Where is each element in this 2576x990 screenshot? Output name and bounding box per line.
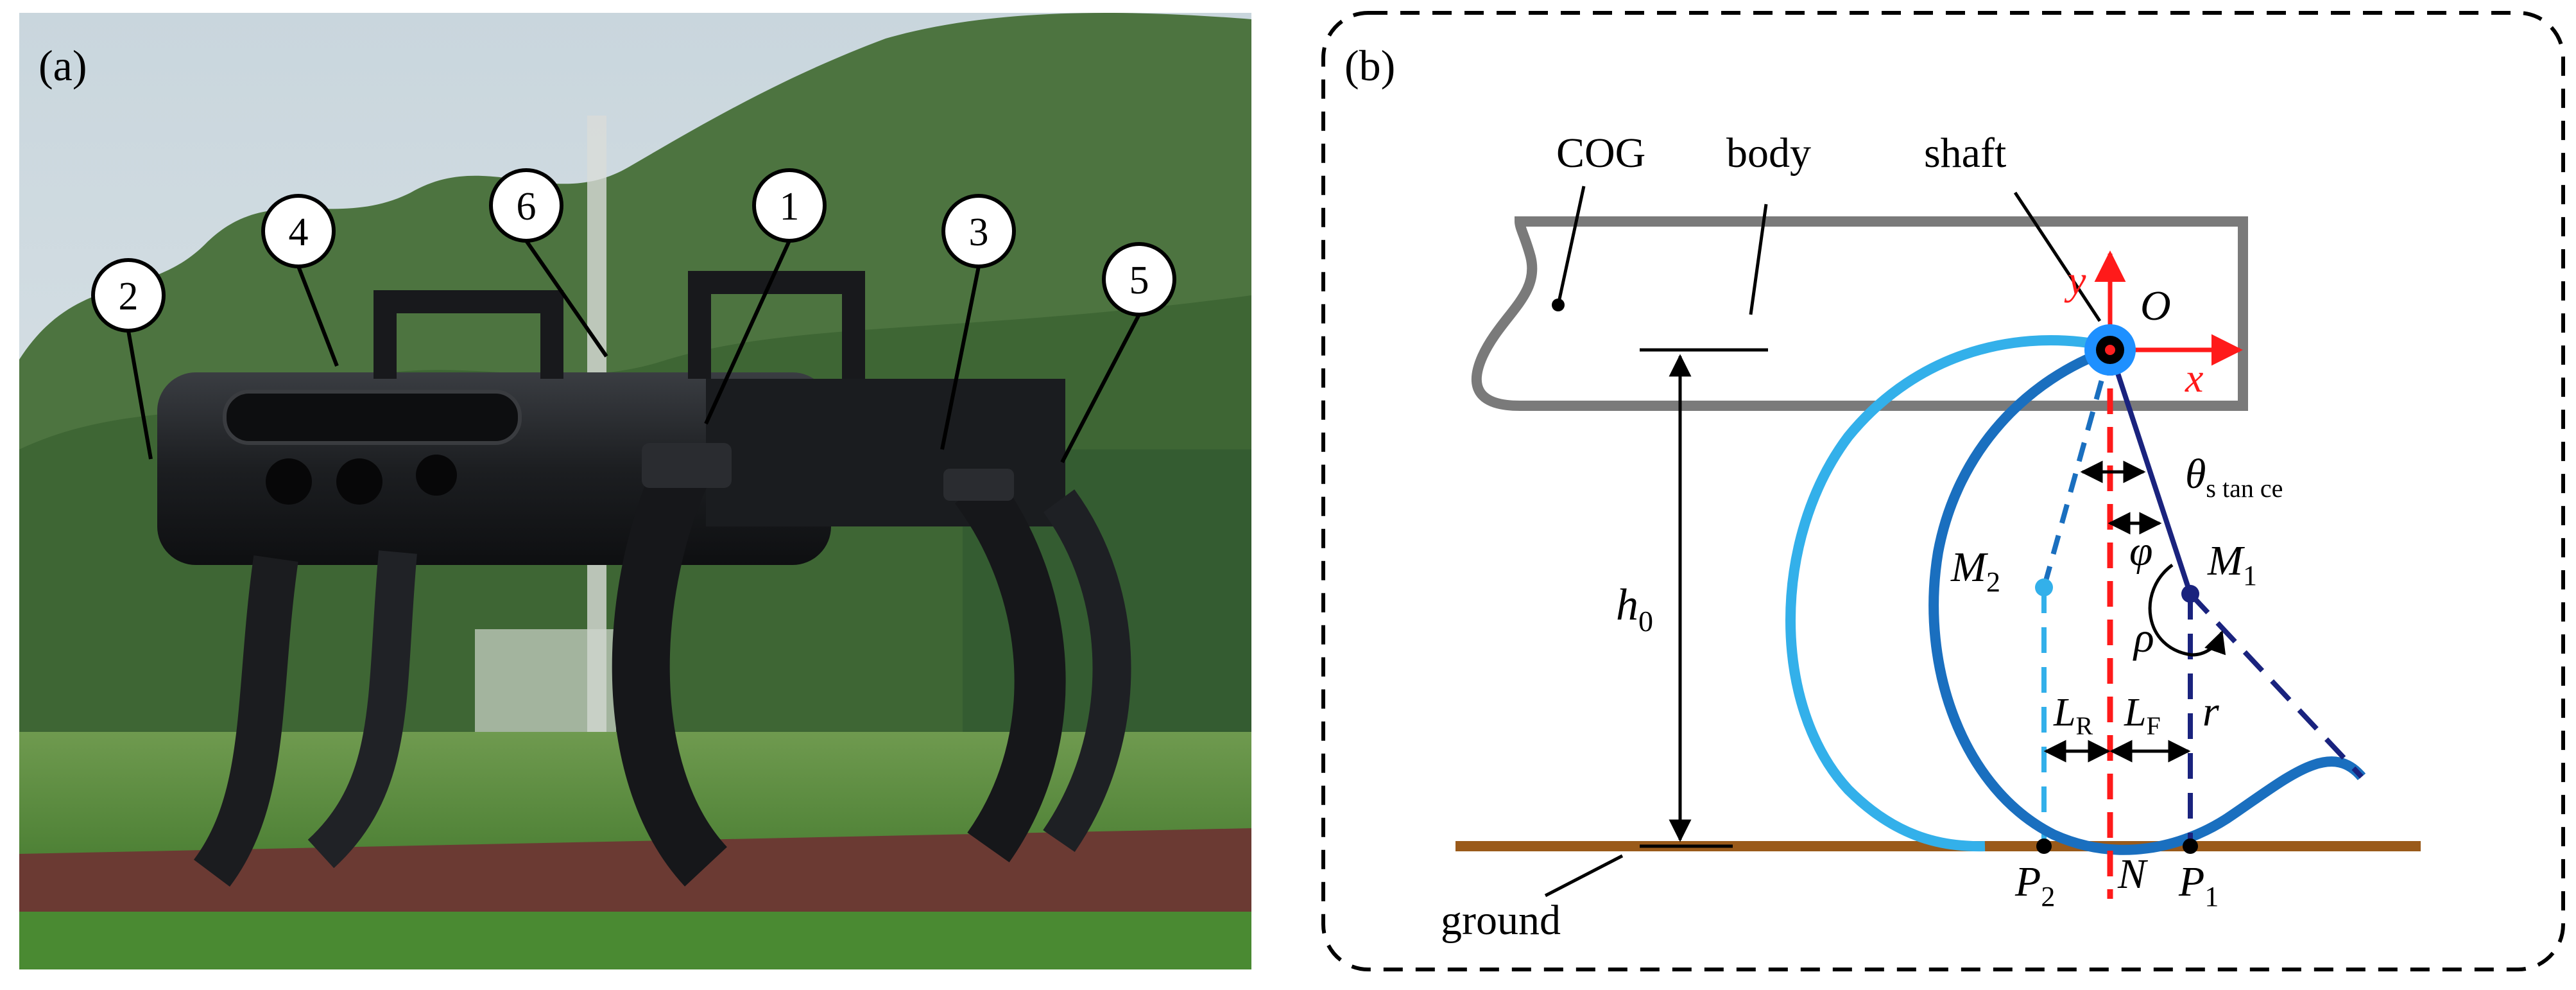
y-axis-label: y xyxy=(2064,257,2086,303)
lf-label: LF xyxy=(2124,691,2161,740)
body-leader xyxy=(1749,204,1768,315)
n-label: N xyxy=(2117,851,2149,898)
callout-1: 1 xyxy=(704,168,827,425)
body-label: body xyxy=(1726,130,1811,177)
front-leg-radius-dashed xyxy=(2188,592,2364,779)
h0-label: h0 xyxy=(1616,580,1653,638)
cog-leader xyxy=(1556,186,1586,306)
ground-label: ground xyxy=(1441,897,1561,944)
callout-6: 6 xyxy=(489,168,608,358)
cog-label: COG xyxy=(1556,130,1645,177)
m1-point xyxy=(2181,585,2199,603)
m1-label: M1 xyxy=(2207,537,2257,591)
panel-b-label: (b) xyxy=(1344,41,1395,90)
callout-3: 3 xyxy=(940,194,1016,450)
theta-label: θs tan ce xyxy=(2185,451,2283,503)
panel-a-photo xyxy=(19,13,1251,969)
ground-leader xyxy=(1544,854,1624,898)
p1-label: P1 xyxy=(2178,858,2219,912)
p2-point xyxy=(2036,838,2052,854)
callout-3-label: 3 xyxy=(969,211,989,254)
p2-label: P2 xyxy=(2014,858,2055,912)
hub-dot xyxy=(2105,345,2115,355)
rear-leg-arc xyxy=(1785,335,2111,852)
rho-arc xyxy=(2148,563,2226,657)
callout-2-label: 2 xyxy=(119,275,139,318)
panel-b-frame xyxy=(1321,11,2565,971)
rho-label: ρ xyxy=(2133,614,2154,661)
body-outline xyxy=(1471,216,2248,411)
origin-label: O xyxy=(2140,282,2171,329)
lr-label: LR xyxy=(2053,691,2093,740)
r-label: r xyxy=(2202,688,2219,735)
callout-2: 2 xyxy=(91,258,166,460)
m2-label: M2 xyxy=(1950,544,2000,598)
m2-point xyxy=(2035,578,2053,596)
x-axis-label: x xyxy=(2185,355,2203,401)
callout-1-label: 1 xyxy=(780,185,800,229)
phi-label: φ xyxy=(2129,528,2153,575)
shaft-leader xyxy=(2013,191,2102,322)
front-leg-spoke xyxy=(2108,349,2193,595)
p1-point xyxy=(2183,838,2198,854)
callout-5-label: 5 xyxy=(1129,259,1149,302)
callout-4: 4 xyxy=(261,194,339,367)
callout-6-label: 6 xyxy=(517,185,537,229)
callout-4-label: 4 xyxy=(289,211,309,254)
shaft-label: shaft xyxy=(1924,130,2006,177)
front-leg-arc xyxy=(1928,345,2366,855)
panel-a-label: (a) xyxy=(39,41,87,90)
callout-5: 5 xyxy=(1060,242,1176,464)
rear-leg-spoke-dashed xyxy=(2041,349,2113,589)
